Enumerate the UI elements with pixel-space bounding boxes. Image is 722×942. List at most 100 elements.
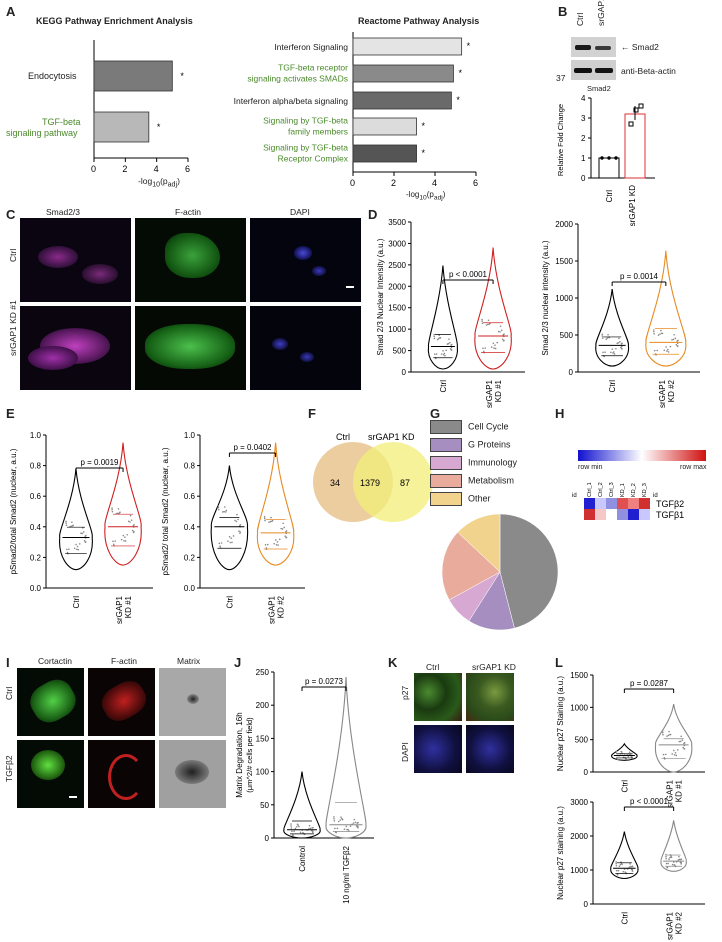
pie-legend-label: Other bbox=[468, 493, 491, 504]
violin-point bbox=[622, 756, 625, 758]
panel-label-f: F bbox=[308, 406, 316, 421]
violin-point bbox=[502, 340, 505, 342]
violin-point bbox=[494, 347, 497, 350]
pie-legend-swatch bbox=[430, 456, 462, 470]
blot-mw-label: 37 bbox=[556, 73, 566, 83]
violin-point bbox=[673, 753, 676, 756]
violin-point bbox=[269, 520, 272, 523]
blot-lane-kd: srGAP1 KD bbox=[596, 0, 606, 26]
violin-point bbox=[490, 346, 493, 348]
violin-cat: KD #2 bbox=[277, 595, 286, 618]
violin-point bbox=[263, 517, 266, 520]
violin-point bbox=[333, 817, 335, 820]
heatmap-cell bbox=[606, 498, 617, 509]
panel-label-c: C bbox=[6, 207, 16, 222]
heatmap-cell bbox=[639, 509, 650, 520]
b-y-label: Relative Fold Change bbox=[556, 104, 565, 176]
paneli-col-factin: F-actin bbox=[111, 656, 137, 666]
violin-point bbox=[220, 542, 223, 544]
violin-point bbox=[615, 864, 618, 867]
violin-point bbox=[438, 334, 441, 336]
micrograph-factin-ctrl bbox=[135, 218, 246, 302]
violin-y-label: Smad 2/3 Nuclear Intensity (a.u.) bbox=[376, 238, 385, 355]
micrograph-dapi-ctrl-k bbox=[414, 725, 462, 773]
violin-point bbox=[482, 350, 485, 353]
violin-y-tick-label: 1000 bbox=[570, 866, 588, 875]
panel-label-a: A bbox=[6, 4, 16, 19]
violin-shape bbox=[595, 289, 630, 367]
venn-circle-kd bbox=[353, 442, 433, 522]
violin-point bbox=[615, 861, 617, 863]
pie-slice bbox=[441, 531, 501, 601]
violin-point bbox=[129, 514, 132, 517]
kegg-star: * bbox=[157, 122, 161, 132]
kegg-x-tick-label: 0 bbox=[91, 164, 96, 174]
violin-y-tick-label: 2000 bbox=[555, 220, 573, 229]
violin-point bbox=[293, 830, 295, 833]
violin-point bbox=[488, 323, 491, 325]
violin-point bbox=[132, 531, 135, 534]
violin-point bbox=[678, 740, 681, 743]
violin-point bbox=[675, 754, 678, 757]
violin-point bbox=[659, 333, 661, 335]
reactome-x-tick-label: 6 bbox=[473, 178, 478, 188]
b-y-tick-label: 3 bbox=[581, 114, 586, 123]
kegg-xlabel: -log10(padj) bbox=[138, 176, 180, 189]
violin-point bbox=[219, 545, 221, 547]
violin-point bbox=[631, 865, 633, 868]
violin-point bbox=[227, 540, 229, 542]
violin-point bbox=[666, 735, 668, 737]
b-bar-ctrl bbox=[598, 157, 620, 179]
violin-point bbox=[75, 543, 77, 546]
reactome-bar-label: Receptor Complex bbox=[278, 154, 349, 164]
violin-point bbox=[235, 520, 238, 523]
violin-point bbox=[76, 548, 78, 551]
reactome-title: Reactome Pathway Analysis bbox=[358, 16, 480, 26]
violin-point bbox=[487, 323, 489, 326]
violin-point bbox=[485, 324, 488, 326]
violin-y-tick-label: 150 bbox=[256, 734, 270, 743]
b-point-kd bbox=[633, 107, 639, 113]
violin-point bbox=[82, 531, 85, 533]
violin-point bbox=[683, 748, 685, 750]
violin-point bbox=[275, 543, 278, 546]
violin-cat: KD #2 bbox=[667, 379, 676, 402]
violin-y-tick-label: 0 bbox=[584, 768, 589, 777]
violin-y-tick-label: 1000 bbox=[555, 294, 573, 303]
micrograph-cortactin-tgf bbox=[17, 740, 84, 808]
heatmap-col-label: KD_3 bbox=[642, 483, 648, 497]
violin-point bbox=[71, 521, 73, 523]
violin-point bbox=[231, 541, 233, 544]
violin-y-tick-label: 3000 bbox=[388, 239, 406, 248]
reactome-bar-label: Interferon Signaling bbox=[274, 42, 348, 52]
kegg-star: * bbox=[180, 71, 184, 81]
paneli-row-ctrl: Ctrl bbox=[4, 686, 14, 700]
violin-y-tick-label: 3000 bbox=[570, 798, 588, 807]
violin-cat: srGAP1 bbox=[268, 595, 277, 624]
violin-point bbox=[435, 353, 438, 355]
heatmap-cell bbox=[595, 498, 606, 509]
violin-p-value: p < 0.0001 bbox=[449, 270, 488, 279]
panel-label-h: H bbox=[555, 406, 565, 421]
violin-y-label: Matrix Degradation, 16h bbox=[235, 712, 244, 797]
heatmap-cell bbox=[584, 498, 595, 509]
violin-point bbox=[291, 834, 294, 836]
violin-point bbox=[336, 827, 339, 830]
violin-cat: srGAP1 bbox=[658, 379, 667, 408]
violin-point bbox=[669, 856, 671, 859]
violin-point bbox=[111, 507, 113, 509]
violin-point bbox=[445, 349, 448, 352]
violin-point bbox=[271, 520, 273, 523]
violin-point bbox=[499, 325, 502, 327]
violin-point bbox=[449, 341, 451, 344]
violin-point bbox=[217, 506, 220, 509]
violin-point bbox=[440, 353, 443, 355]
reactome-bar-label: Signaling by TGF-beta bbox=[263, 116, 348, 126]
heatmap-cell bbox=[628, 509, 639, 520]
panel-label-l: L bbox=[555, 655, 563, 670]
reactome-star: * bbox=[467, 41, 471, 51]
violin-point bbox=[285, 536, 287, 539]
violin-point bbox=[308, 827, 310, 830]
violin-point bbox=[447, 342, 450, 345]
